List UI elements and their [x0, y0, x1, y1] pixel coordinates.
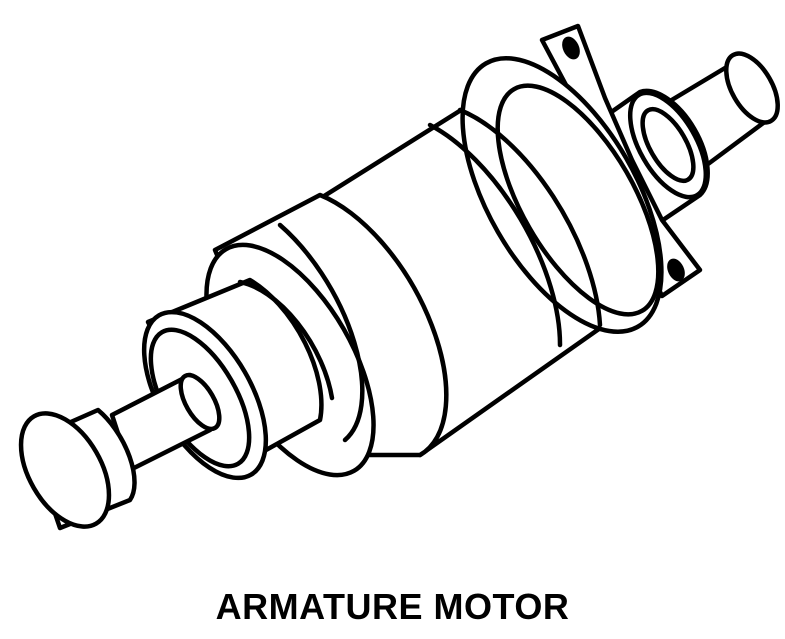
left-shaft	[109, 372, 222, 473]
left-shaft-end-cap	[18, 407, 137, 531]
figure-caption: ARMATURE MOTOR	[215, 586, 570, 627]
armature-motor-drawing	[18, 23, 780, 531]
bracket-bottom-hole	[667, 258, 685, 282]
bracket-top-hole	[562, 36, 580, 60]
right-bearing-hub	[597, 88, 710, 225]
